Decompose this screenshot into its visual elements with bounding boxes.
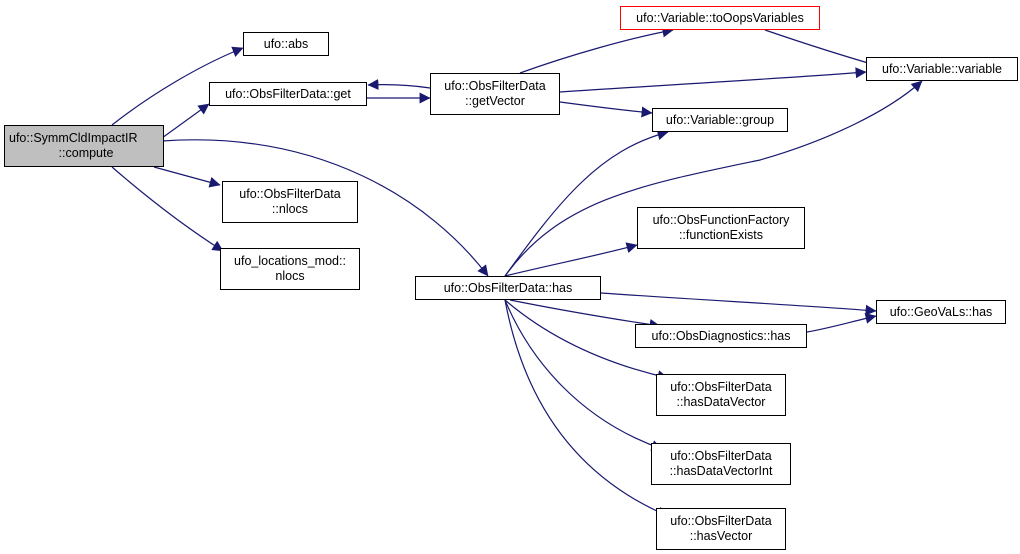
edge-toOops-to-variable [764, 29, 883, 70]
edge-has-to-funcExists [504, 242, 638, 277]
node-label-line: ufo_locations_mod:: [234, 254, 346, 268]
node-hasDV[interactable]: ufo::ObsFilterData::hasDataVector [656, 374, 786, 416]
node-label-line: ufo::ObsFilterData [444, 79, 546, 93]
node-geovals[interactable]: ufo::GeoVaLs::has [876, 300, 1006, 324]
node-label-line: ufo::ObsFilterData [670, 514, 772, 528]
edge-has-to-hasDV [504, 299, 669, 382]
edge-has-to-diagHas [509, 299, 661, 330]
node-abs[interactable]: ufo::abs [243, 32, 329, 56]
node-label-line: ufo::ObsDiagnostics::has [651, 328, 791, 343]
node-has[interactable]: ufo::ObsFilterData::has [415, 276, 601, 300]
node-label-line: ::functionExists [678, 228, 764, 242]
edge-getVector-to-variable [559, 67, 867, 93]
node-label-line: ufo::ObsFunctionFactory [652, 213, 790, 227]
node-locnlocs[interactable]: ufo_locations_mod::nlocs [220, 248, 360, 290]
node-group[interactable]: ufo::Variable::group [652, 108, 788, 132]
node-label-line: ::getVector [465, 94, 525, 108]
node-label-line: ufo::ObsFilterData::get [225, 86, 351, 101]
node-label-line: nlocs [275, 269, 305, 283]
node-diagHas[interactable]: ufo::ObsDiagnostics::has [635, 324, 807, 348]
edge-diagHas-to-geovals [806, 312, 877, 333]
node-hasV[interactable]: ufo::ObsFilterData::hasVector [656, 508, 786, 550]
node-label-line: ufo::Variable::variable [882, 61, 1002, 76]
node-hasDVI[interactable]: ufo::ObsFilterData::hasDataVectorInt [651, 443, 791, 485]
edge-getVector-to-get [367, 79, 431, 91]
node-nlocs[interactable]: ufo::ObsFilterData::nlocs [222, 181, 358, 223]
node-label-line: ufo::SymmCldImpactIR [9, 131, 138, 145]
edge-has-to-geovals [600, 292, 877, 316]
node-label-line: ufo::ObsFilterData [670, 449, 772, 463]
node-label-line: ufo::Variable::toOopsVariables [636, 10, 804, 25]
node-label-line: ufo::GeoVaLs::has [889, 304, 993, 319]
edge-root-to-has [161, 139, 489, 277]
node-label-line: ::hasDataVectorInt [669, 464, 773, 478]
edge-getVector-to-toOops [519, 26, 674, 74]
edge-root-to-get [161, 103, 210, 139]
edge-has-to-group [504, 129, 669, 277]
node-label-line: ufo::ObsFilterData [670, 380, 772, 394]
node-root[interactable]: ufo::SymmCldImpactIR::compute [4, 125, 164, 167]
node-label-line: ufo::abs [263, 36, 309, 51]
edge-root-to-nlocs [153, 166, 221, 188]
edge-has-to-hasDVI [504, 299, 663, 451]
node-label-line: ufo::ObsFilterData [239, 187, 341, 201]
node-variable[interactable]: ufo::Variable::variable [866, 57, 1018, 81]
node-toOops[interactable]: ufo::Variable::toOopsVariables [620, 6, 820, 30]
node-label-line: ::hasVector [689, 529, 753, 543]
edge-getVector-to-group [559, 101, 653, 118]
edge-has-to-variable [504, 80, 923, 277]
node-label-line: ufo::Variable::group [665, 112, 775, 127]
node-label-line: ::hasDataVector [676, 395, 766, 409]
edge-has-to-hasV [504, 299, 669, 517]
node-label-line: ::compute [58, 146, 114, 160]
node-label-line: ::nlocs [271, 202, 309, 216]
node-label-line: ufo::ObsFilterData::has [443, 280, 573, 295]
node-funcExists[interactable]: ufo::ObsFunctionFactory::functionExists [637, 207, 805, 249]
edge-root-to-abs [111, 46, 244, 126]
node-getVector[interactable]: ufo::ObsFilterData::getVector [430, 73, 560, 115]
node-get[interactable]: ufo::ObsFilterData::get [209, 82, 367, 106]
edge-root-to-locnlocs [111, 166, 224, 252]
